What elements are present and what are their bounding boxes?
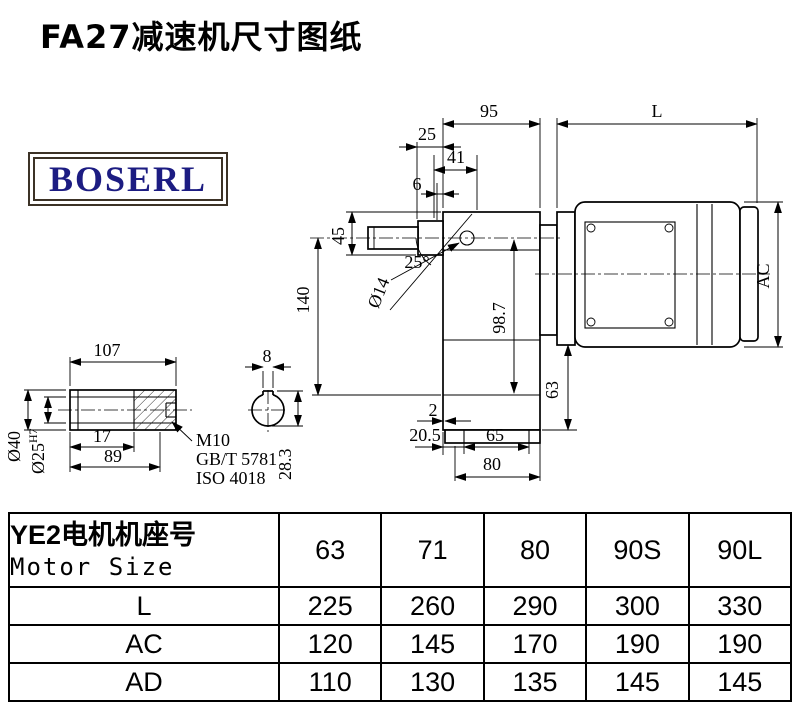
dim-2-label: 2: [429, 400, 438, 420]
dim-65-label: 65: [486, 425, 504, 445]
dim-41-label: 41: [447, 147, 465, 167]
row-label-AC: AC: [8, 624, 280, 664]
boserl-logo: BOSERL: [28, 152, 229, 206]
dim-98_7-label: 98.7: [489, 302, 509, 334]
dimension-lines-bottom: [415, 417, 541, 481]
L-71: 260: [380, 586, 485, 626]
dim-28_3-label: 28.3: [275, 449, 295, 481]
motor-view: [539, 201, 759, 348]
boserl-logo-frame: BOSERL: [33, 157, 224, 201]
L-90L: 330: [687, 586, 793, 626]
dim-20_5-label: 20.5: [409, 425, 441, 445]
AC-90S: 190: [585, 624, 690, 664]
dimension-lines-top: [399, 118, 758, 220]
size-col-90S: 90S: [585, 512, 690, 588]
bore-section-detail: [248, 390, 288, 432]
L-63: 225: [277, 586, 383, 626]
L-80: 290: [482, 586, 588, 626]
dim-140-label: 140: [293, 287, 313, 314]
size-col-80: 80: [482, 512, 588, 588]
dimension-lines-left: [312, 211, 518, 396]
header-en: Motor Size: [10, 553, 175, 582]
dimension-lines-shaft: [24, 357, 303, 472]
table-row-AC: AC 120 145 170 190 190: [8, 624, 793, 664]
shaft-detail: [58, 389, 192, 431]
dim-L-label: L: [652, 101, 663, 121]
table-row-AD: AD 110 130 135 145 145: [8, 662, 793, 702]
dimension-labels: 95 L 25 41 6 45 140 Ø14 25° 98.7 AC 63 2…: [4, 101, 773, 488]
row-label-AD: AD: [8, 662, 280, 702]
table-header-row: YE2电机机座号 Motor Size 63 71 80 90S 90L: [8, 512, 793, 588]
dim-dia40-label: Ø40: [4, 431, 24, 462]
dim-107-label: 107: [94, 340, 121, 360]
AC-63: 120: [277, 624, 383, 664]
technical-drawing: 95 L 25 41 6 45 140 Ø14 25° 98.7 AC 63 2…: [4, 101, 783, 488]
dim-17-label: 17: [93, 426, 111, 446]
AD-80: 135: [482, 662, 588, 702]
AC-80: 170: [482, 624, 588, 664]
thread-m10-label: M10: [196, 430, 230, 450]
dim-dia25-tolerance: H7: [26, 428, 40, 443]
dim-80-label: 80: [483, 454, 501, 474]
dim-8-label: 8: [263, 346, 272, 366]
boserl-logo-text: BOSERL: [49, 159, 208, 199]
dim-dia25h7-label: Ø25H7: [26, 428, 48, 474]
dim-dia14-label: Ø14: [363, 275, 393, 311]
AD-90L: 145: [687, 662, 793, 702]
dim-25-label: 25: [418, 124, 436, 144]
motor-dimension-table: YE2电机机座号 Motor Size 63 71 80 90S 90L L 2…: [8, 512, 793, 702]
dim-angle-25deg-label: 25°: [404, 252, 429, 272]
AC-90L: 190: [687, 624, 793, 664]
page-title: FA27减速机尺寸图纸: [40, 18, 363, 56]
standard-gbt-label: GB/T 5781: [196, 449, 277, 469]
standard-iso-label: ISO 4018: [196, 468, 266, 488]
size-col-63: 63: [277, 512, 383, 588]
dim-6-label: 6: [413, 174, 422, 194]
size-col-71: 71: [380, 512, 485, 588]
L-90S: 300: [585, 586, 690, 626]
dim-95-label: 95: [480, 101, 498, 121]
motor-size-header-cell: YE2电机机座号 Motor Size: [8, 512, 280, 588]
header-cn: YE2电机机座号: [10, 520, 197, 551]
AD-90S: 145: [585, 662, 690, 702]
dim-dia25-value: Ø25: [28, 443, 48, 474]
dim-89-label: 89: [104, 446, 122, 466]
AC-71: 145: [380, 624, 485, 664]
table-row-L: L 225 260 290 300 330: [8, 586, 793, 626]
dimension-lines-right: [542, 201, 783, 431]
row-label-L: L: [8, 586, 280, 626]
AD-71: 130: [380, 662, 485, 702]
dim-63-label: 63: [542, 381, 562, 399]
size-col-90L: 90L: [687, 512, 793, 588]
dim-AC-label: AC: [753, 263, 773, 288]
AD-63: 110: [277, 662, 383, 702]
dim-45-label: 45: [328, 227, 348, 245]
